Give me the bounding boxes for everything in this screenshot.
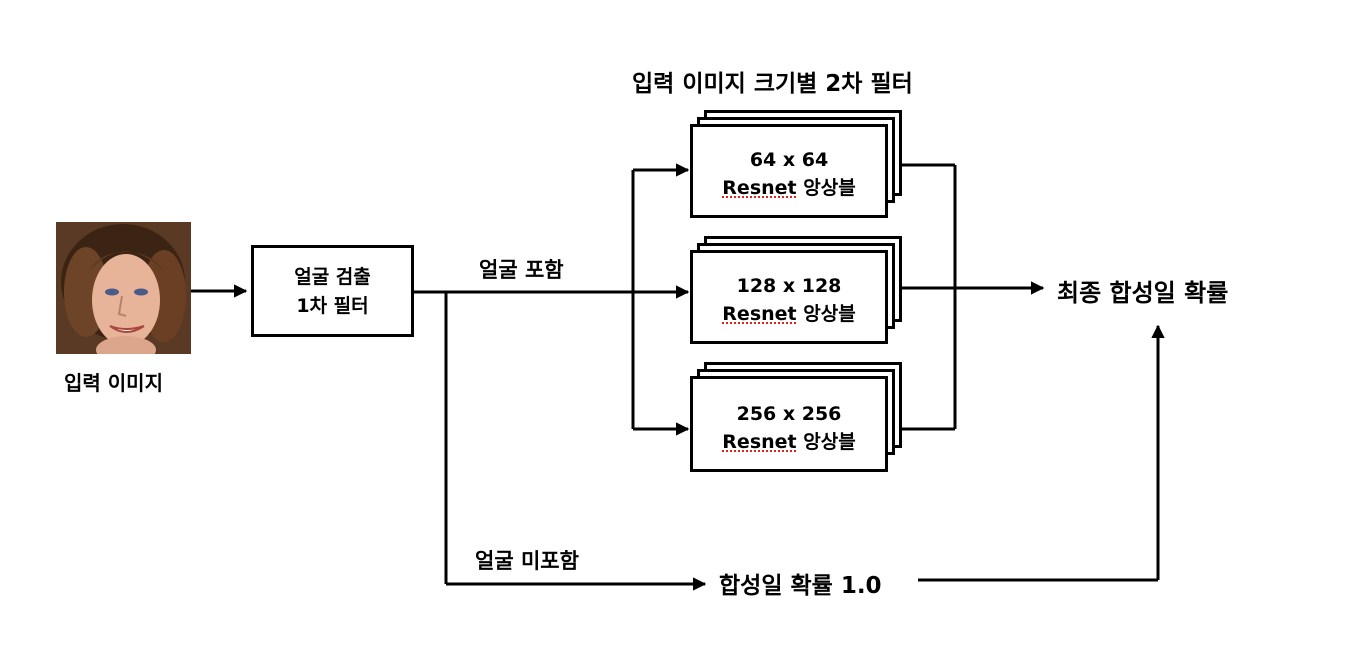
- second-filter-title: 입력 이미지 크기별 2차 필터: [632, 71, 913, 97]
- ensemble-size: 128 x 128: [736, 275, 842, 297]
- ensemble-model-name: Resnet: [722, 303, 797, 325]
- input-face-image: [56, 222, 191, 354]
- ensemble-size: 256 x 256: [736, 403, 842, 425]
- filter-line1: 얼굴 검출: [294, 266, 371, 288]
- ensemble-suffix: 앙상블: [796, 303, 856, 325]
- ensemble-model-name: Resnet: [722, 177, 797, 199]
- face-included-label: 얼굴 포함: [479, 258, 564, 282]
- face-detection-filter-box: 얼굴 검출 1차 필터: [251, 245, 414, 337]
- ensemble-box-128: 128 x 128 Resnet 앙상블: [690, 250, 888, 344]
- fixed-probability-label: 합성일 확률 1.0: [719, 573, 882, 599]
- face-not-included-label: 얼굴 미포함: [475, 549, 579, 573]
- filter-line2: 1차 필터: [296, 295, 369, 317]
- final-probability-label: 최종 합성일 확률: [1057, 279, 1229, 307]
- ensemble-model: Resnet 앙상블: [693, 299, 885, 329]
- ensemble-model-name: Resnet: [722, 431, 797, 453]
- ensemble-suffix: 앙상블: [796, 431, 856, 453]
- ensemble-suffix: 앙상블: [796, 177, 856, 199]
- ensemble-model: Resnet 앙상블: [693, 173, 885, 203]
- input-image-label: 입력 이미지: [64, 371, 163, 395]
- ensemble-size: 64 x 64: [749, 149, 829, 171]
- ensemble-box-64: 64 x 64 Resnet 앙상블: [690, 124, 888, 218]
- ensemble-box-256: 256 x 256 Resnet 앙상블: [690, 376, 888, 472]
- ensemble-model: Resnet 앙상블: [693, 427, 885, 457]
